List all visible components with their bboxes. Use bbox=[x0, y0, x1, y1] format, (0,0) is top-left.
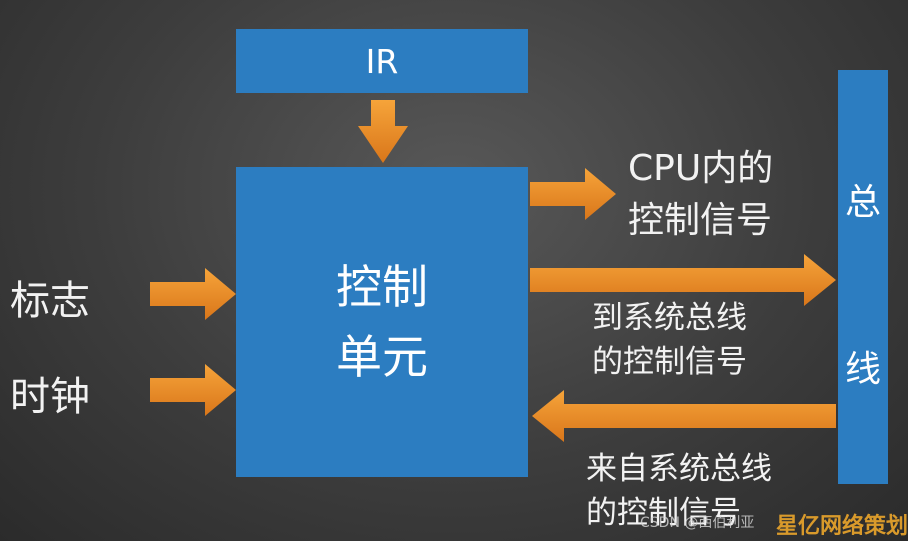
ir-label: IR bbox=[365, 41, 399, 81]
site-logo: 星亿网络策划 bbox=[776, 514, 908, 539]
system-bus-box: 总 线 bbox=[838, 70, 888, 484]
from-bus-signal-label: 来自系统总线 的控制信号 bbox=[586, 447, 772, 535]
cpu-internal-signal-label: CPU内的 控制信号 bbox=[628, 143, 773, 247]
watermark-text: CSDN @西伯利亚 bbox=[640, 515, 755, 531]
control-unit-box: 控制 单元 bbox=[236, 167, 528, 477]
to-bus-line1: 到系统总线 bbox=[592, 300, 747, 336]
ir-register-box: IR bbox=[236, 29, 528, 93]
arrow-control-to-cpu bbox=[530, 168, 616, 220]
arrow-control-to-bus bbox=[530, 254, 836, 306]
control-unit-line1: 控制 bbox=[336, 260, 428, 314]
cpu-internal-line2: 控制信号 bbox=[628, 200, 773, 241]
control-unit-line2: 单元 bbox=[336, 330, 428, 384]
from-bus-line1: 来自系统总线 bbox=[586, 451, 772, 487]
arrow-ir-to-control bbox=[358, 100, 408, 163]
to-bus-line2: 的控制信号 bbox=[592, 344, 747, 380]
cpu-internal-line1: CPU内的 bbox=[628, 148, 774, 189]
arrow-flags-to-control bbox=[150, 268, 236, 320]
to-bus-signal-label: 到系统总线 的控制信号 bbox=[592, 296, 747, 384]
arrow-clock-to-control bbox=[150, 364, 236, 416]
flags-label: 标志 bbox=[10, 278, 90, 324]
clock-label: 时钟 bbox=[10, 374, 90, 420]
from-bus-line2: 的控制信号 bbox=[586, 495, 741, 531]
bus-char-2: 线 bbox=[844, 349, 881, 390]
bus-char-1: 总 bbox=[844, 182, 881, 223]
arrow-bus-to-control bbox=[532, 390, 836, 442]
